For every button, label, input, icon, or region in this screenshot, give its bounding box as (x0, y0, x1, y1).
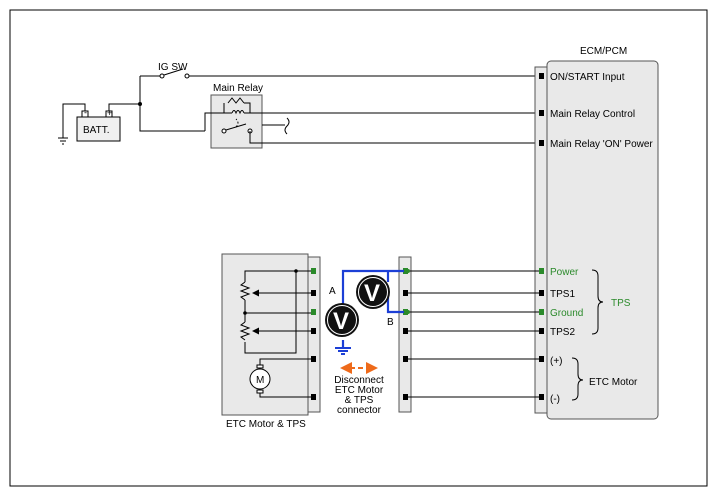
ecm-pin-power: Power (550, 267, 579, 278)
svg-text:-: - (84, 108, 87, 118)
battery-ground-symbol (58, 137, 68, 145)
ecm-pin-tps1: TPS1 (550, 289, 575, 300)
diagram-border (9, 9, 708, 487)
connector-note-line-3: & TPS (345, 395, 374, 406)
battery: - + BATT. (76, 108, 121, 142)
meter-a-positive-lead (341, 269, 404, 305)
svg-text:+: + (107, 108, 112, 118)
harness-connector (398, 256, 412, 413)
meter-b-negative-lead (386, 296, 404, 314)
meter-a-ground-symbol (335, 347, 351, 355)
ecm-pin-plus: (+) (550, 356, 563, 367)
etc-motor-group-label: ETC Motor (589, 377, 638, 388)
meter-a-label: A (329, 286, 336, 297)
battery-label: BATT. (83, 125, 109, 136)
tps-internal-wiring (239, 269, 311, 354)
ig-switch-contact-a (159, 73, 165, 79)
ecm-pin-on-start: ON/START Input (550, 72, 625, 83)
connector-note-line-1: Disconnect (334, 375, 384, 386)
ig-switch-label: IG SW (158, 62, 188, 73)
ecm-pin-minus: (-) (550, 394, 560, 405)
etc-unit-connector (307, 256, 321, 413)
connector-note: Disconnect ETC Motor & TPS connector (334, 375, 384, 416)
voltmeter-a: V (325, 303, 359, 337)
etc-motor: M (249, 358, 311, 398)
ecm-pin-relay-power: Main Relay 'ON' Power (550, 139, 653, 150)
motor-symbol: M (256, 375, 264, 386)
connector-note-line-4: connector (337, 405, 382, 416)
relay-coil (223, 97, 251, 115)
main-relay-box (210, 94, 263, 149)
main-relay-label: Main Relay (213, 83, 263, 94)
ecm-title: ECM/PCM (580, 46, 627, 57)
etc-motor-brace (571, 357, 584, 401)
connector-note-line-2: ETC Motor (335, 385, 384, 396)
etc-motor-tps-unit (221, 253, 309, 416)
tps-group-label: TPS (611, 298, 631, 309)
meter-b-label: B (387, 317, 394, 328)
ecm-pin-relay-control: Main Relay Control (550, 109, 635, 120)
voltmeter-b: V (356, 275, 390, 309)
tps-brace (591, 269, 604, 335)
ecm-pin-tps2: TPS2 (550, 327, 575, 338)
ecm-module (546, 60, 659, 420)
meter-b-symbol: V (364, 280, 380, 307)
etc-unit-label: ETC Motor & TPS (226, 419, 306, 430)
ecm-pin-ground: Ground (550, 308, 583, 319)
ig-switch-blade (163, 68, 184, 76)
relay-wire-break (284, 117, 290, 135)
ig-switch-contact-b (184, 73, 190, 79)
meter-a-symbol: V (333, 308, 349, 335)
